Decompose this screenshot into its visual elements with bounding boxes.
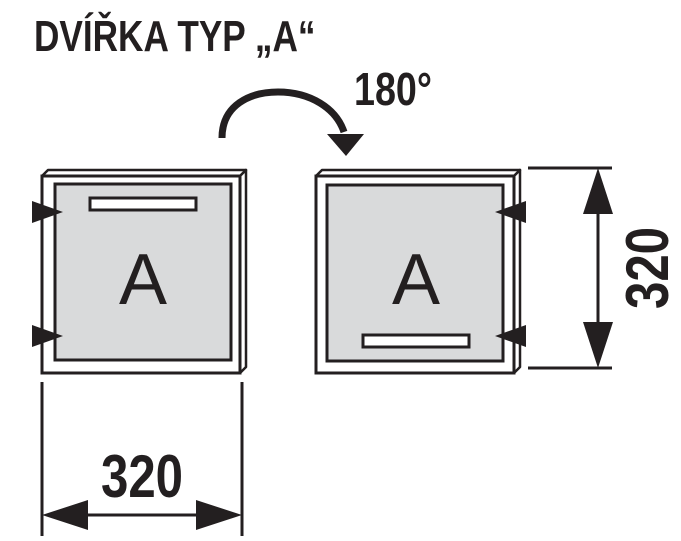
arrowhead-up-icon xyxy=(583,168,613,214)
door-right-letter: A xyxy=(392,240,440,320)
rotation-angle-label: 180° xyxy=(354,63,432,114)
door-right-panel xyxy=(325,183,505,363)
door-left-letter: A xyxy=(119,240,167,320)
diagram-title: DVÍŘKA TYP „A“ xyxy=(34,10,316,61)
arrowhead-down-icon xyxy=(583,322,613,368)
height-dimension: 320 xyxy=(528,166,681,370)
hinge-marker-icon xyxy=(32,201,63,223)
width-dimension: 320 xyxy=(40,382,244,536)
height-dimension-label: 320 xyxy=(613,227,681,309)
hinge-marker-icon xyxy=(495,201,526,223)
door-left-panel xyxy=(53,182,233,362)
door-right-handle xyxy=(361,333,471,349)
door-left-handle xyxy=(88,196,198,212)
door-left: A xyxy=(32,168,248,375)
width-dimension-label: 320 xyxy=(101,442,183,510)
rotation-arrow-icon xyxy=(218,88,364,156)
arrowhead-left-icon xyxy=(42,500,88,530)
hinge-marker-icon xyxy=(32,325,63,347)
hinge-marker-icon xyxy=(495,325,526,347)
door-right: A xyxy=(314,168,526,375)
arrowhead-right-icon xyxy=(196,500,242,530)
